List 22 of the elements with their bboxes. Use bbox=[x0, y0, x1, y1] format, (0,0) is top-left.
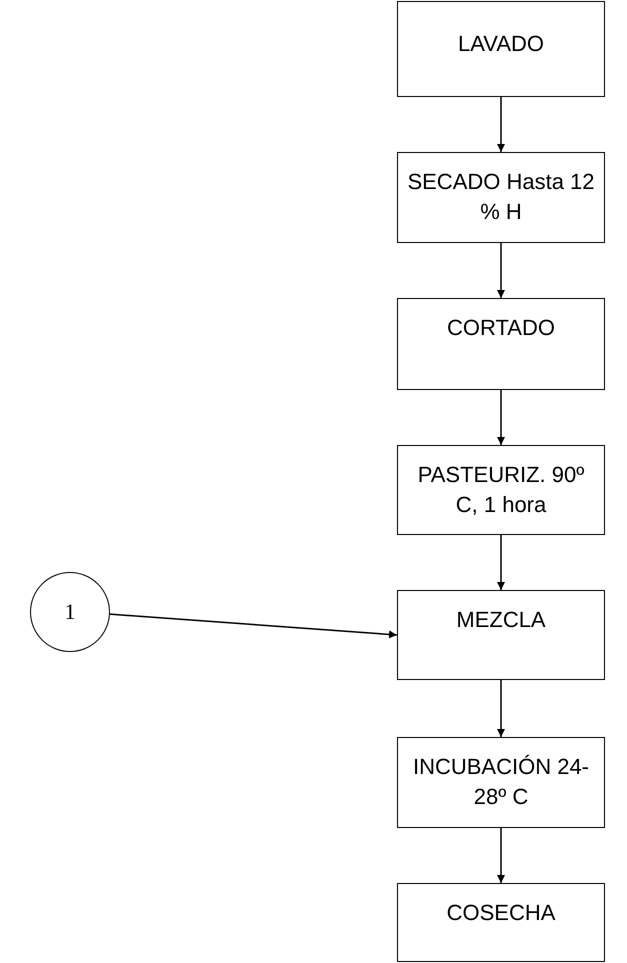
step-label: CORTADO bbox=[446, 314, 556, 342]
process-box bbox=[397, 737, 605, 828]
arrow bbox=[497, 828, 505, 883]
process-box bbox=[397, 445, 605, 535]
process-box bbox=[397, 883, 605, 962]
arrow bbox=[497, 243, 505, 298]
arrow bbox=[497, 535, 505, 590]
process-box bbox=[397, 152, 605, 243]
step-label: COSECHA bbox=[446, 899, 556, 927]
arrow bbox=[497, 97, 505, 152]
step-label: LAVADO bbox=[457, 30, 545, 58]
arrow bbox=[497, 390, 505, 445]
step-label: SECADO Hasta 12 % H bbox=[406, 168, 596, 226]
process-box bbox=[397, 1, 605, 97]
arrow bbox=[497, 680, 505, 737]
step-label: MEZCLA bbox=[455, 606, 547, 634]
process-box bbox=[397, 590, 605, 680]
step-label: INCUBACIÓN 24-28º C bbox=[412, 753, 590, 811]
process-box bbox=[397, 298, 605, 390]
step-label: PASTEURIZ. 90º C, 1 hora bbox=[416, 461, 586, 519]
connector-number: 1 bbox=[64, 598, 76, 626]
arrow bbox=[110, 613, 398, 638]
